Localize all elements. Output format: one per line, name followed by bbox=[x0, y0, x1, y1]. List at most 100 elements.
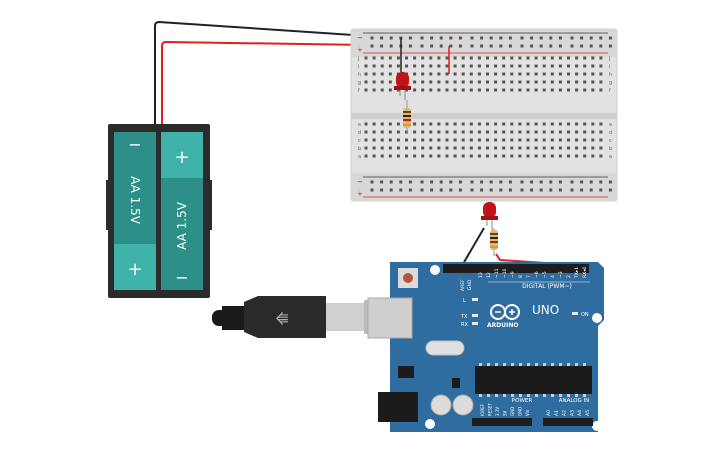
breadboard-hole[interactable] bbox=[421, 72, 425, 76]
rail-hole[interactable] bbox=[399, 188, 403, 192]
breadboard-hole[interactable] bbox=[405, 64, 408, 68]
breadboard-hole[interactable] bbox=[494, 146, 498, 150]
breadboard-hole[interactable] bbox=[583, 56, 587, 60]
breadboard-hole[interactable] bbox=[477, 146, 481, 150]
breadboard-hole[interactable] bbox=[591, 130, 595, 134]
rail-hole[interactable] bbox=[420, 36, 424, 40]
breadboard-hole[interactable] bbox=[388, 154, 392, 158]
breadboard-hole[interactable] bbox=[388, 64, 392, 68]
rail-hole[interactable] bbox=[439, 36, 443, 40]
breadboard-hole[interactable] bbox=[453, 130, 457, 134]
breadboard-hole[interactable] bbox=[542, 56, 546, 60]
breadboard-hole[interactable] bbox=[429, 130, 433, 134]
breadboard-hole[interactable] bbox=[550, 138, 554, 142]
breadboard-hole[interactable] bbox=[502, 88, 506, 92]
rail-hole[interactable] bbox=[458, 188, 462, 192]
breadboard-hole[interactable] bbox=[558, 130, 562, 134]
breadboard-hole[interactable] bbox=[486, 130, 489, 134]
breadboard-hole[interactable] bbox=[364, 88, 368, 92]
breadboard-hole[interactable] bbox=[372, 72, 376, 76]
breadboard-hole[interactable] bbox=[534, 72, 538, 76]
breadboard-hole[interactable] bbox=[510, 88, 514, 92]
rail-hole[interactable] bbox=[439, 180, 443, 184]
rail-hole[interactable] bbox=[570, 44, 574, 48]
breadboard-hole[interactable] bbox=[413, 56, 417, 60]
rail-hole[interactable] bbox=[589, 180, 593, 184]
breadboard-hole[interactable] bbox=[469, 80, 473, 84]
breadboard-hole[interactable] bbox=[575, 122, 579, 126]
breadboard-hole[interactable] bbox=[445, 72, 449, 76]
breadboard-hole[interactable] bbox=[453, 72, 457, 76]
breadboard-hole[interactable] bbox=[550, 122, 554, 126]
breadboard-hole[interactable] bbox=[461, 122, 465, 126]
breadboard-hole[interactable] bbox=[558, 80, 562, 84]
breadboard-hole[interactable] bbox=[494, 64, 498, 68]
rail-hole[interactable] bbox=[449, 44, 453, 48]
breadboard-hole[interactable] bbox=[591, 72, 595, 76]
breadboard-hole[interactable] bbox=[477, 130, 481, 134]
breadboard-hole[interactable] bbox=[567, 88, 570, 92]
breadboard-hole[interactable] bbox=[445, 138, 449, 142]
breadboard-hole[interactable] bbox=[453, 56, 457, 60]
rail-hole[interactable] bbox=[508, 180, 512, 184]
breadboard-hole[interactable] bbox=[542, 146, 546, 150]
breadboard-hole[interactable] bbox=[502, 138, 506, 142]
rail-hole[interactable] bbox=[558, 44, 562, 48]
breadboard-hole[interactable] bbox=[421, 146, 425, 150]
breadboard-hole[interactable] bbox=[396, 146, 400, 150]
breadboard-hole[interactable] bbox=[526, 88, 530, 92]
rail-hole[interactable] bbox=[480, 180, 484, 184]
breadboard-hole[interactable] bbox=[542, 64, 546, 68]
breadboard-hole[interactable] bbox=[583, 80, 587, 84]
breadboard-hole[interactable] bbox=[486, 122, 489, 126]
rail-hole[interactable] bbox=[599, 188, 603, 192]
breadboard-hole[interactable] bbox=[364, 80, 368, 84]
rail-hole[interactable] bbox=[389, 36, 393, 40]
breadboard-hole[interactable] bbox=[486, 154, 489, 158]
breadboard-hole[interactable] bbox=[396, 130, 400, 134]
breadboard-hole[interactable] bbox=[567, 138, 570, 142]
rail-hole[interactable] bbox=[530, 36, 534, 40]
rail-hole[interactable] bbox=[389, 188, 393, 192]
rail-hole[interactable] bbox=[458, 180, 462, 184]
breadboard-hole[interactable] bbox=[445, 154, 449, 158]
breadboard-hole[interactable] bbox=[429, 138, 433, 142]
rail-hole[interactable] bbox=[530, 44, 534, 48]
breadboard-hole[interactable] bbox=[437, 130, 441, 134]
rail-hole[interactable] bbox=[608, 36, 612, 40]
breadboard-hole[interactable] bbox=[453, 138, 457, 142]
breadboard-hole[interactable] bbox=[526, 122, 530, 126]
breadboard-hole[interactable] bbox=[542, 122, 546, 126]
rail-hole[interactable] bbox=[408, 44, 412, 48]
breadboard-hole[interactable] bbox=[591, 146, 595, 150]
rail-hole[interactable] bbox=[539, 180, 543, 184]
breadboard-hole[interactable] bbox=[388, 72, 392, 76]
breadboard-hole[interactable] bbox=[413, 146, 417, 150]
breadboard-hole[interactable] bbox=[567, 64, 570, 68]
breadboard-hole[interactable] bbox=[477, 122, 481, 126]
breadboard-hole[interactable] bbox=[429, 80, 433, 84]
breadboard-hole[interactable] bbox=[550, 130, 554, 134]
breadboard-hole[interactable] bbox=[599, 146, 603, 150]
breadboard-hole[interactable] bbox=[469, 146, 473, 150]
breadboard-hole[interactable] bbox=[364, 146, 368, 150]
breadboard-hole[interactable] bbox=[388, 130, 392, 134]
rail-hole[interactable] bbox=[430, 36, 434, 40]
analog-header[interactable] bbox=[543, 418, 593, 426]
breadboard-hole[interactable] bbox=[526, 146, 530, 150]
breadboard-hole[interactable] bbox=[558, 122, 562, 126]
breadboard-led[interactable] bbox=[394, 72, 411, 100]
digital-header[interactable] bbox=[443, 264, 589, 273]
breadboard-hole[interactable] bbox=[372, 146, 376, 150]
rail-hole[interactable] bbox=[480, 36, 484, 40]
breadboard-hole[interactable] bbox=[575, 72, 579, 76]
breadboard-hole[interactable] bbox=[437, 56, 441, 60]
rail-hole[interactable] bbox=[370, 188, 374, 192]
breadboard-hole[interactable] bbox=[575, 64, 579, 68]
rail-hole[interactable] bbox=[539, 44, 543, 48]
breadboard-hole[interactable] bbox=[550, 146, 554, 150]
breadboard-hole[interactable] bbox=[591, 64, 595, 68]
rail-hole[interactable] bbox=[380, 44, 384, 48]
breadboard-hole[interactable] bbox=[583, 122, 587, 126]
breadboard-hole[interactable] bbox=[421, 80, 425, 84]
